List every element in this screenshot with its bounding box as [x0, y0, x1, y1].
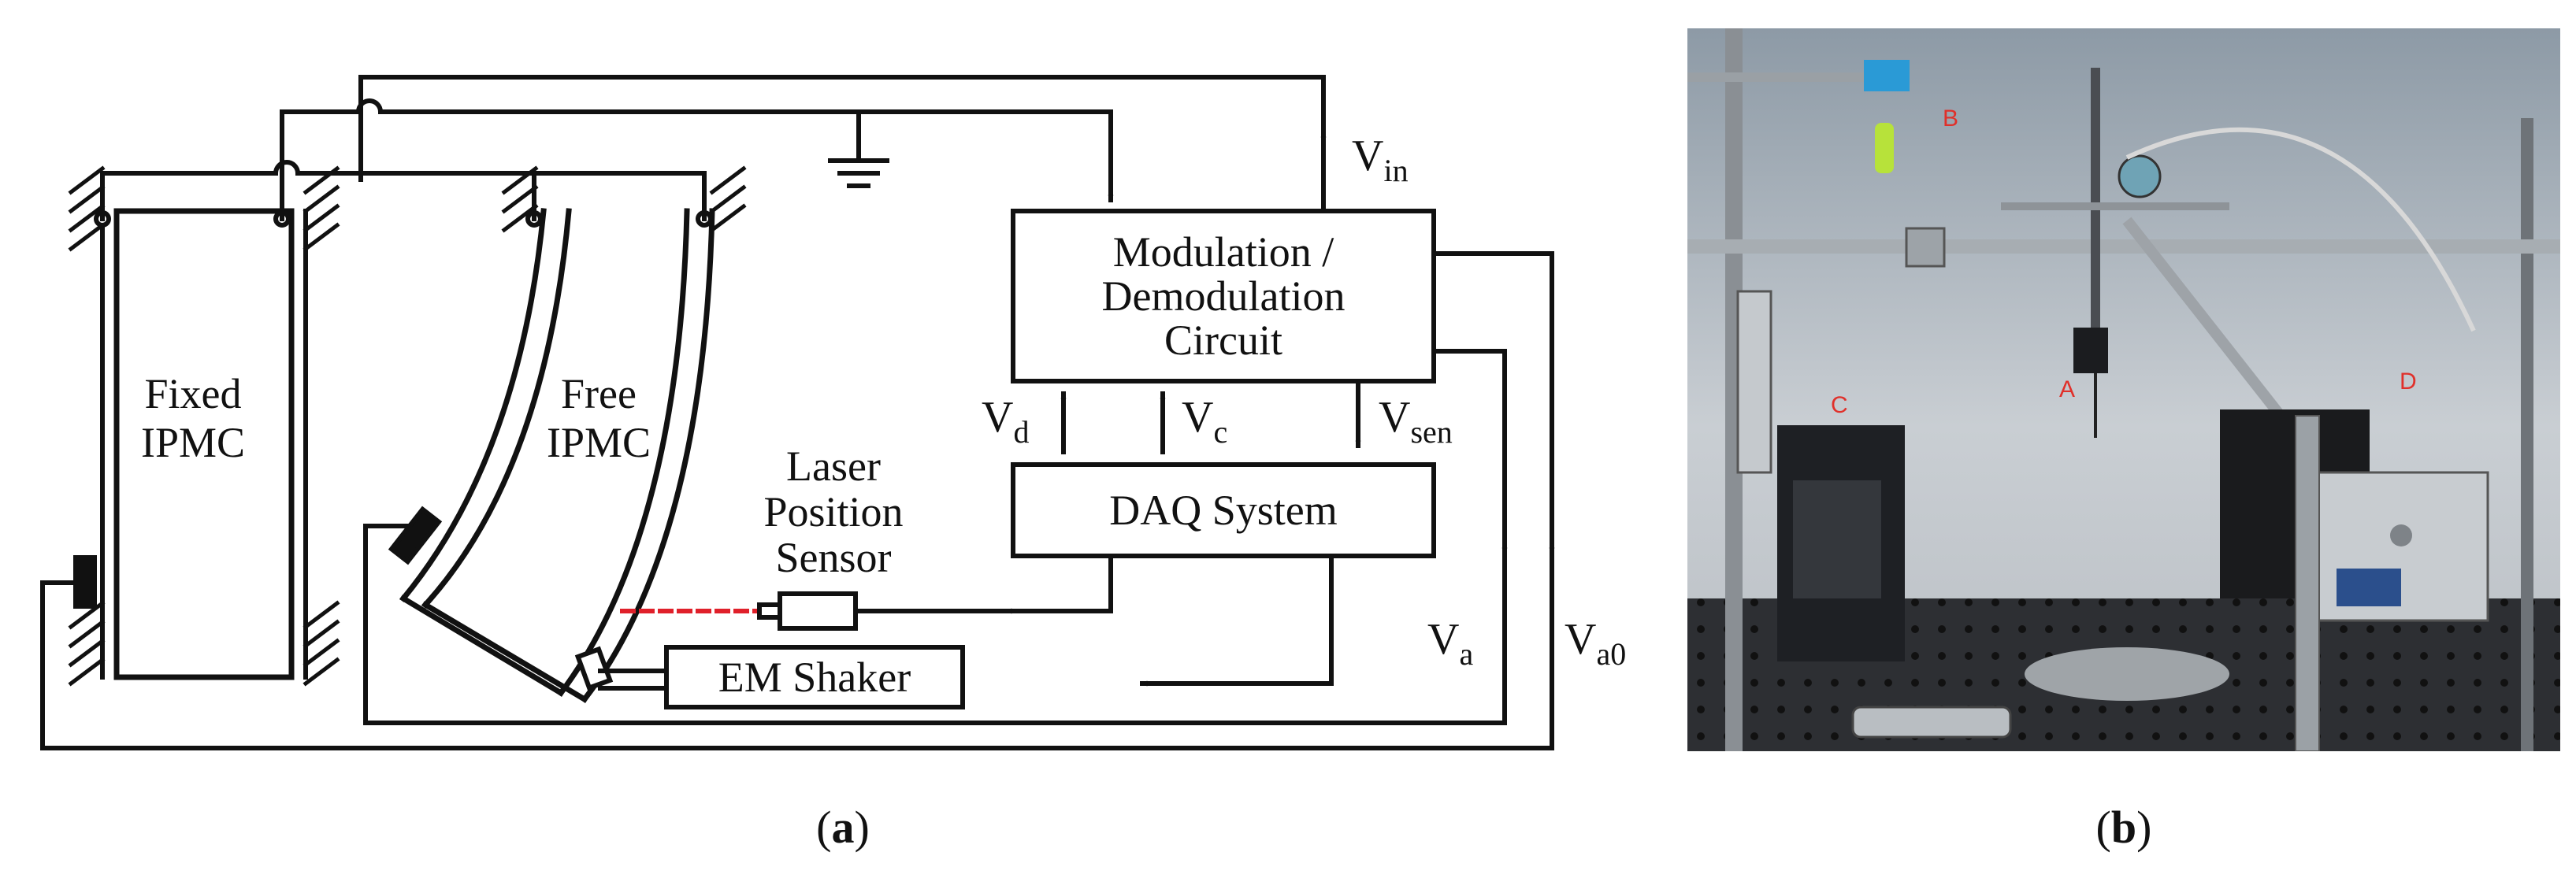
shaker-label: EM Shaker [718, 654, 911, 701]
laser-label-line3: Sensor [776, 534, 892, 581]
clamp-b-green [1875, 123, 1894, 173]
caption-b-letter: b [2111, 802, 2136, 853]
bottom-micrometer [1851, 706, 2012, 739]
fixed-ipmc [68, 165, 340, 687]
v-d-label: Vd [982, 393, 1029, 450]
free-ipmc [388, 165, 747, 703]
schematic-labels: Fixed IPMC Free IPMC Modulation / Demodu… [141, 132, 1626, 701]
clamp-b [1864, 60, 1910, 91]
left-post [1725, 28, 1743, 751]
probe-a-gauge [2118, 154, 2162, 198]
caption-b: (b) [2096, 802, 2152, 853]
fixed-ipmc-clamp-bottom-left [68, 600, 106, 687]
free-ipmc-label-line1: Free [561, 370, 637, 417]
laser-sensor-body [778, 591, 858, 631]
svg-text:(b): (b) [2096, 802, 2152, 853]
em-shaker-box [664, 645, 965, 709]
schematic-panel [40, 75, 1555, 750]
laser-label-line1: Laser [786, 443, 881, 490]
fixed-ipmc-clamp-top-left [68, 165, 106, 252]
probe-a-rod [2091, 68, 2100, 328]
daq-system-box [1011, 462, 1436, 558]
v-a-label: Va [1427, 615, 1473, 672]
fixed-ipmc-electrode [73, 555, 97, 609]
wiring [40, 75, 1555, 750]
laser-label-line2: Position [763, 488, 903, 535]
free-ipmc-shaker-mount [574, 646, 614, 691]
photo-label-c: C [1831, 392, 1848, 418]
circuit-label-line2: Demodulation [1102, 272, 1346, 320]
caption-a: (a) [816, 802, 870, 853]
free-ipmc-clamp-right [709, 165, 747, 233]
fixed-ipmc-clamp-top-right [303, 165, 340, 252]
ground-symbol [828, 109, 889, 188]
left-micrometer [1736, 290, 1772, 474]
photo-panel: B A C D [1687, 28, 2560, 751]
right-post [2521, 118, 2533, 751]
svg-text:(a): (a) [816, 802, 870, 853]
modulation-circuit-box [1011, 209, 1436, 383]
v-a0-label: Va0 [1565, 615, 1626, 672]
shaker-d-badge [2337, 569, 2401, 606]
laser-sensor-lens [757, 602, 782, 620]
photo-label-a: A [2059, 376, 2075, 402]
fixed-ipmc-clamp-bottom-right [303, 600, 340, 687]
petri-dish [2025, 647, 2229, 701]
fiber-wire [2125, 127, 2476, 332]
upper-rod [1687, 72, 1908, 82]
daq-label: DAQ System [1109, 487, 1338, 534]
free-ipmc-label-line2: IPMC [547, 419, 651, 466]
circuit-label-line1: Modulation / [1113, 228, 1334, 276]
v-sen-label: Vsen [1379, 393, 1453, 450]
v-c-label: Vc [1182, 393, 1227, 450]
free-ipmc-electrode [388, 506, 443, 565]
photo-label-b: B [1943, 106, 1958, 132]
v-in-label: Vin [1352, 132, 1409, 188]
front-post [2295, 415, 2320, 751]
probe-a-holder [2073, 328, 2108, 373]
caption-a-letter: a [832, 802, 855, 853]
circuit-label-line3: Circuit [1164, 317, 1282, 364]
diagonal-rod [2122, 217, 2305, 445]
photo-label-d: D [2400, 369, 2417, 395]
fixed-ipmc-label-line2: IPMC [141, 419, 245, 466]
fixed-ipmc-label-line1: Fixed [144, 370, 241, 417]
